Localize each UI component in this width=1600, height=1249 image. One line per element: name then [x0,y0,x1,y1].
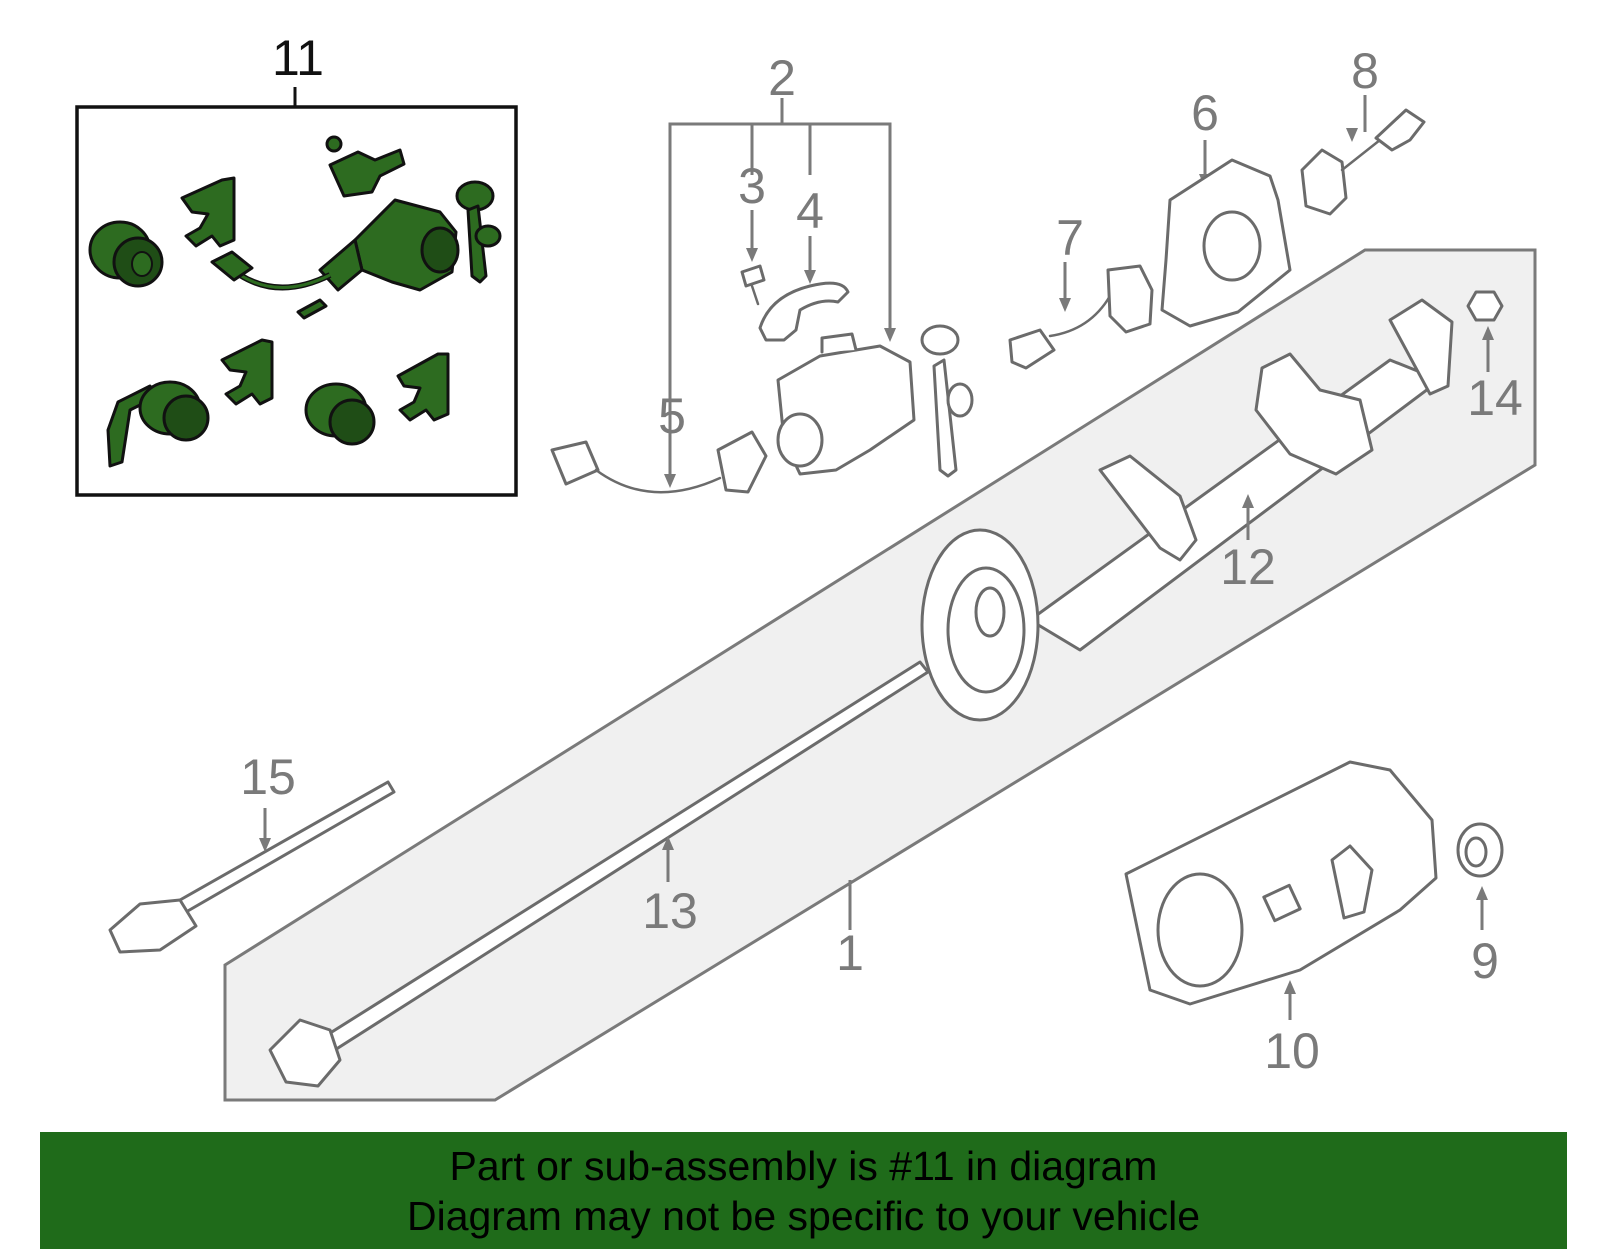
callout-7: 7 [1056,210,1084,266]
part-5-harness [550,430,768,494]
banner-line-2: Diagram may not be specific to your vehi… [406,1192,1200,1239]
bracket-2 [668,98,896,465]
callout-6: 6 [1191,85,1219,141]
callout-3: 3 [738,158,766,214]
info-banner: Part or sub-assembly is #11 in diagram D… [40,1132,1567,1249]
callout-15: 15 [240,749,296,805]
part-10-cover [1124,760,1438,1020]
part-14-nut [1466,290,1504,372]
column-assembly-panel [223,248,1537,1102]
part-13-shaft [268,660,930,1088]
subassembly-11-box [75,105,518,497]
part-12-column-tube [920,298,1454,722]
callout-12: 12 [1220,539,1276,595]
callout-1: 1 [836,925,864,981]
callout-9: 9 [1471,933,1499,989]
part-9-grommet [1456,822,1504,930]
callout-4: 4 [796,183,824,239]
banner-line-1: Part or sub-assembly is #11 in diagram [449,1142,1158,1189]
callout-2: 2 [768,50,796,106]
part-15-intermediate-shaft [108,780,396,954]
part-4-clamp [758,236,850,342]
callout-5: 5 [658,388,686,444]
callout-11: 11 [272,30,324,86]
callout-8: 8 [1351,43,1379,99]
lock-cylinder-set-11 [88,135,502,468]
callout-14: 14 [1467,370,1523,426]
part-6-housing [1160,140,1292,328]
ignition-switch [776,324,974,478]
callout-10: 10 [1264,1023,1320,1079]
callout-13: 13 [642,883,698,939]
part-7-sensor [1008,262,1154,370]
part-3-screw [740,210,766,306]
part-8-switch [1300,95,1426,216]
